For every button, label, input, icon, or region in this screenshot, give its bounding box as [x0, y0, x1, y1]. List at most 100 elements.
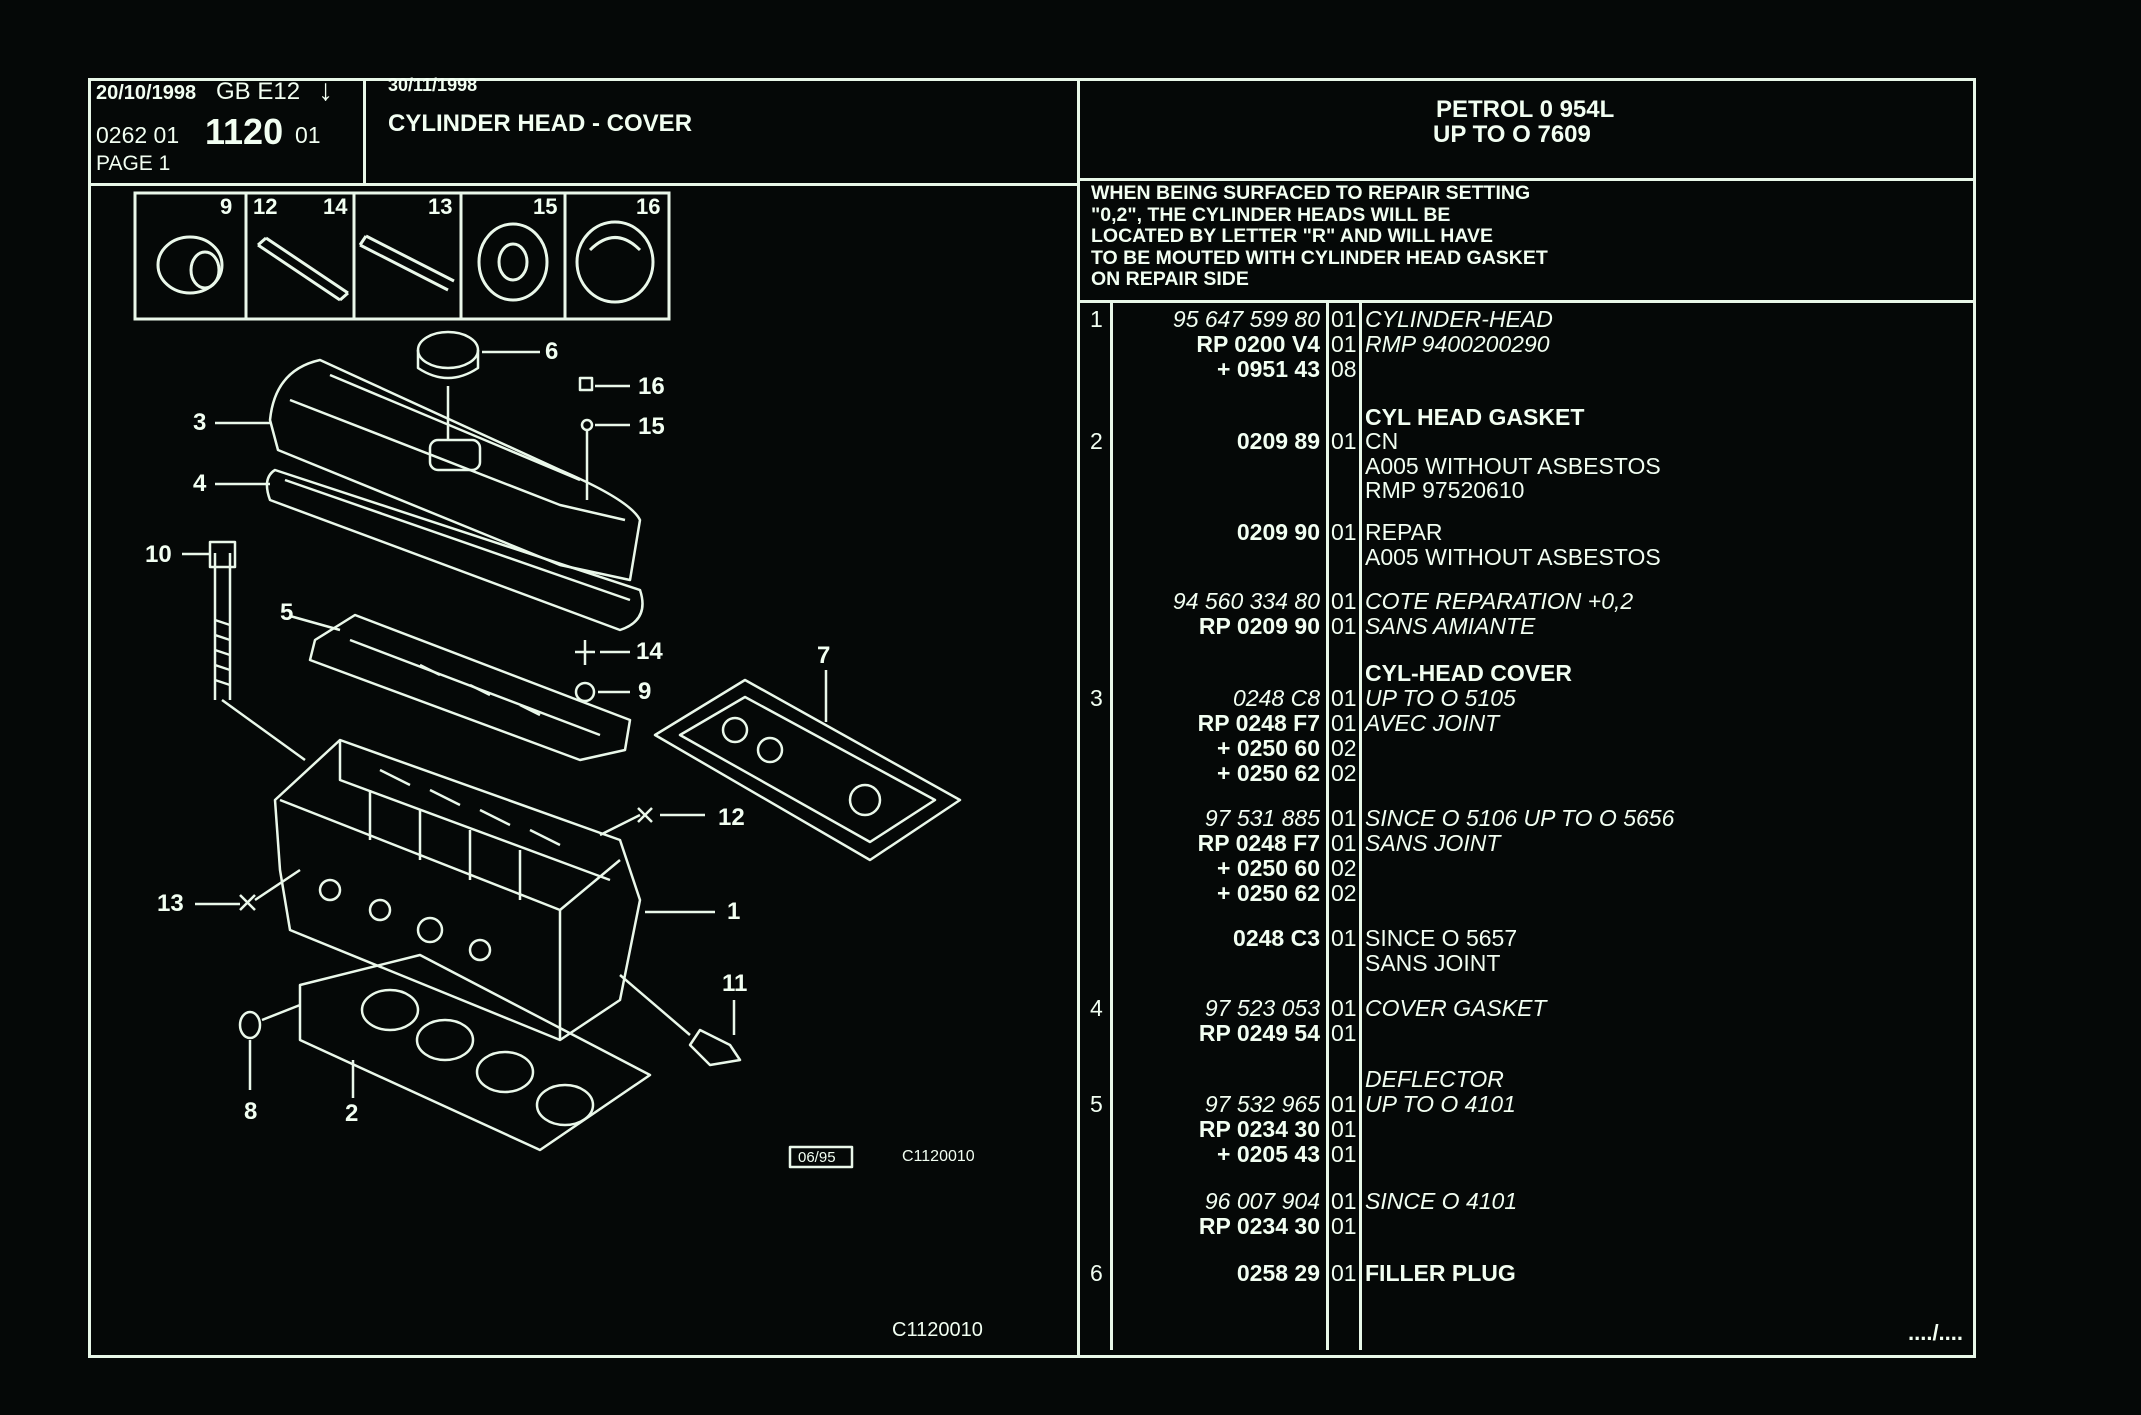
callout-10: 10	[145, 541, 172, 568]
parts-row-ref: 94 560 334 80	[1172, 588, 1320, 614]
parts-row-d: CYL-HEAD COVER	[1365, 660, 1573, 686]
parts-row-q: 01	[1331, 685, 1357, 711]
col-line-1	[1110, 302, 1113, 1350]
parts-row-ref: 96 007 904	[1204, 1188, 1320, 1214]
parts-row-d: SINCE O 5657	[1365, 925, 1518, 951]
parts-row-d: COTE REPARATION +0,2	[1365, 588, 1634, 614]
parts-row-ref: + 0205 43	[1217, 1141, 1320, 1167]
parts-row-q: 01	[1331, 805, 1357, 831]
repair-note: WHEN BEING SURFACED TO REPAIR SETTING "0…	[1091, 182, 1548, 291]
parts-row-d: CYL HEAD GASKET	[1365, 404, 1585, 430]
parts-row-d: A005 WITHOUT ASBESTOS	[1365, 453, 1661, 479]
parts-row-ref: 0258 29	[1236, 1260, 1320, 1286]
callout-6: 6	[545, 338, 559, 365]
thumb-label: 13	[428, 194, 453, 219]
diagram-stamp: 06/95	[798, 1149, 836, 1166]
divider-header-right-h	[1077, 178, 1976, 181]
parts-row-q: 01	[1331, 306, 1357, 332]
header-ref-main: 1120	[205, 111, 284, 152]
parts-row-d: UP TO O 4101	[1365, 1091, 1516, 1117]
callout-9: 9	[638, 678, 652, 705]
callout-2: 2	[345, 1100, 359, 1127]
thumb-label: 12	[253, 194, 278, 219]
parts-row-q: 01	[1331, 428, 1357, 454]
parts-row-ref: + 0951 43	[1217, 356, 1320, 382]
header-ref-prefix: 0262 01	[96, 122, 180, 148]
parts-row-q: 01	[1331, 1020, 1357, 1046]
catalog-sheet	[88, 78, 1976, 1358]
callout-4: 4	[193, 470, 207, 497]
parts-row-q: 01	[1331, 588, 1357, 614]
parts-row-d: CN	[1365, 428, 1399, 454]
parts-row-ref: + 0250 62	[1217, 760, 1320, 786]
parts-row-d: FILLER PLUG	[1365, 1260, 1516, 1286]
note-line: LOCATED BY LETTER "R" AND WILL HAVE	[1091, 225, 1493, 248]
parts-row-d: SANS JOINT	[1365, 950, 1501, 976]
parts-row-d: SANS AMIANTE	[1365, 613, 1536, 639]
parts-row-ref: RP 0249 54	[1198, 1020, 1320, 1046]
parts-row-q: 01	[1331, 1141, 1357, 1167]
callout-1: 1	[727, 898, 741, 925]
parts-row-q: 01	[1331, 1260, 1357, 1286]
parts-row-no: 6	[1090, 1260, 1103, 1286]
thumb-label: 16	[636, 194, 661, 219]
parts-row-ref: + 0250 62	[1217, 880, 1320, 906]
parts-row-q: 01	[1331, 519, 1357, 545]
parts-row-ref: 0248 C8	[1233, 685, 1320, 711]
parts-row-ref: RP 0200 V4	[1196, 331, 1320, 357]
parts-row-q: 02	[1331, 735, 1357, 761]
parts-row-no: 5	[1090, 1091, 1103, 1117]
callout-11: 11	[722, 970, 748, 997]
parts-row-d: A005 WITHOUT ASBESTOS	[1365, 544, 1661, 570]
parts-row-q: 01	[1331, 1091, 1357, 1117]
parts-row-ref: RP 0234 30	[1198, 1116, 1320, 1142]
parts-row-q: 01	[1331, 1213, 1357, 1239]
divider-header-left-h	[88, 183, 1078, 186]
parts-row-d: REPAR	[1365, 519, 1443, 545]
parts-row-ref: + 0250 60	[1217, 735, 1320, 761]
parts-row-ref: RP 0248 F7	[1197, 830, 1320, 856]
parts-row-q: 01	[1331, 925, 1357, 951]
parts-row-no: 4	[1090, 995, 1103, 1021]
col-line-2	[1326, 302, 1329, 1350]
parts-row-d: SINCE O 5106 UP TO O 5656	[1365, 805, 1675, 831]
note-line: TO BE MOUTED WITH CYLINDER HEAD GASKET	[1091, 246, 1548, 269]
parts-row-q: 01	[1331, 830, 1357, 856]
parts-row-d: SINCE O 4101	[1365, 1188, 1518, 1214]
parts-row-q: 02	[1331, 855, 1357, 881]
parts-row-q: 08	[1331, 356, 1357, 382]
callout-3: 3	[193, 409, 207, 436]
callout-12: 12	[718, 804, 745, 831]
divider-note-h	[1077, 300, 1976, 303]
header-ref-suffix: 01	[295, 122, 321, 148]
callout-16: 16	[638, 373, 665, 400]
callout-13: 13	[157, 890, 184, 917]
parts-row-q: 01	[1331, 995, 1357, 1021]
col-line-3	[1359, 302, 1362, 1350]
diagram-ref-bottom: C1120010	[892, 1319, 983, 1341]
callout-14: 14	[636, 638, 663, 665]
parts-row-q: 01	[1331, 331, 1357, 357]
parts-row-d: DEFLECTOR	[1365, 1066, 1504, 1092]
divider-center	[1077, 78, 1080, 1358]
parts-row-ref: 0248 C3	[1233, 925, 1320, 951]
parts-row-d: UP TO O 5105	[1365, 685, 1516, 711]
parts-row-q: 01	[1331, 710, 1357, 736]
parts-row-ref: RP 0234 30	[1198, 1213, 1320, 1239]
parts-row-q: 02	[1331, 760, 1357, 786]
parts-row-ref: 97 532 965	[1204, 1091, 1320, 1117]
parts-row-ref: RP 0248 F7	[1197, 710, 1320, 736]
parts-row-ref: 0209 90	[1236, 519, 1320, 545]
engine-line-1: PETROL 0 954L	[1436, 96, 1615, 123]
thumb-label: 14	[323, 194, 348, 219]
parts-row-ref: 97 531 885	[1204, 805, 1320, 831]
thumb-label: 15	[533, 194, 558, 219]
parts-row-d: SANS JOINT	[1365, 830, 1501, 856]
parts-row-q: 01	[1331, 1116, 1357, 1142]
parts-row-q: 01	[1331, 1188, 1357, 1214]
callout-7: 7	[817, 642, 831, 669]
parts-row-ref: + 0250 60	[1217, 855, 1320, 881]
callout-5: 5	[280, 599, 294, 626]
engine-line-2: UP TO O 7609	[1433, 121, 1591, 148]
note-line: WHEN BEING SURFACED TO REPAIR SETTING	[1091, 182, 1531, 204]
